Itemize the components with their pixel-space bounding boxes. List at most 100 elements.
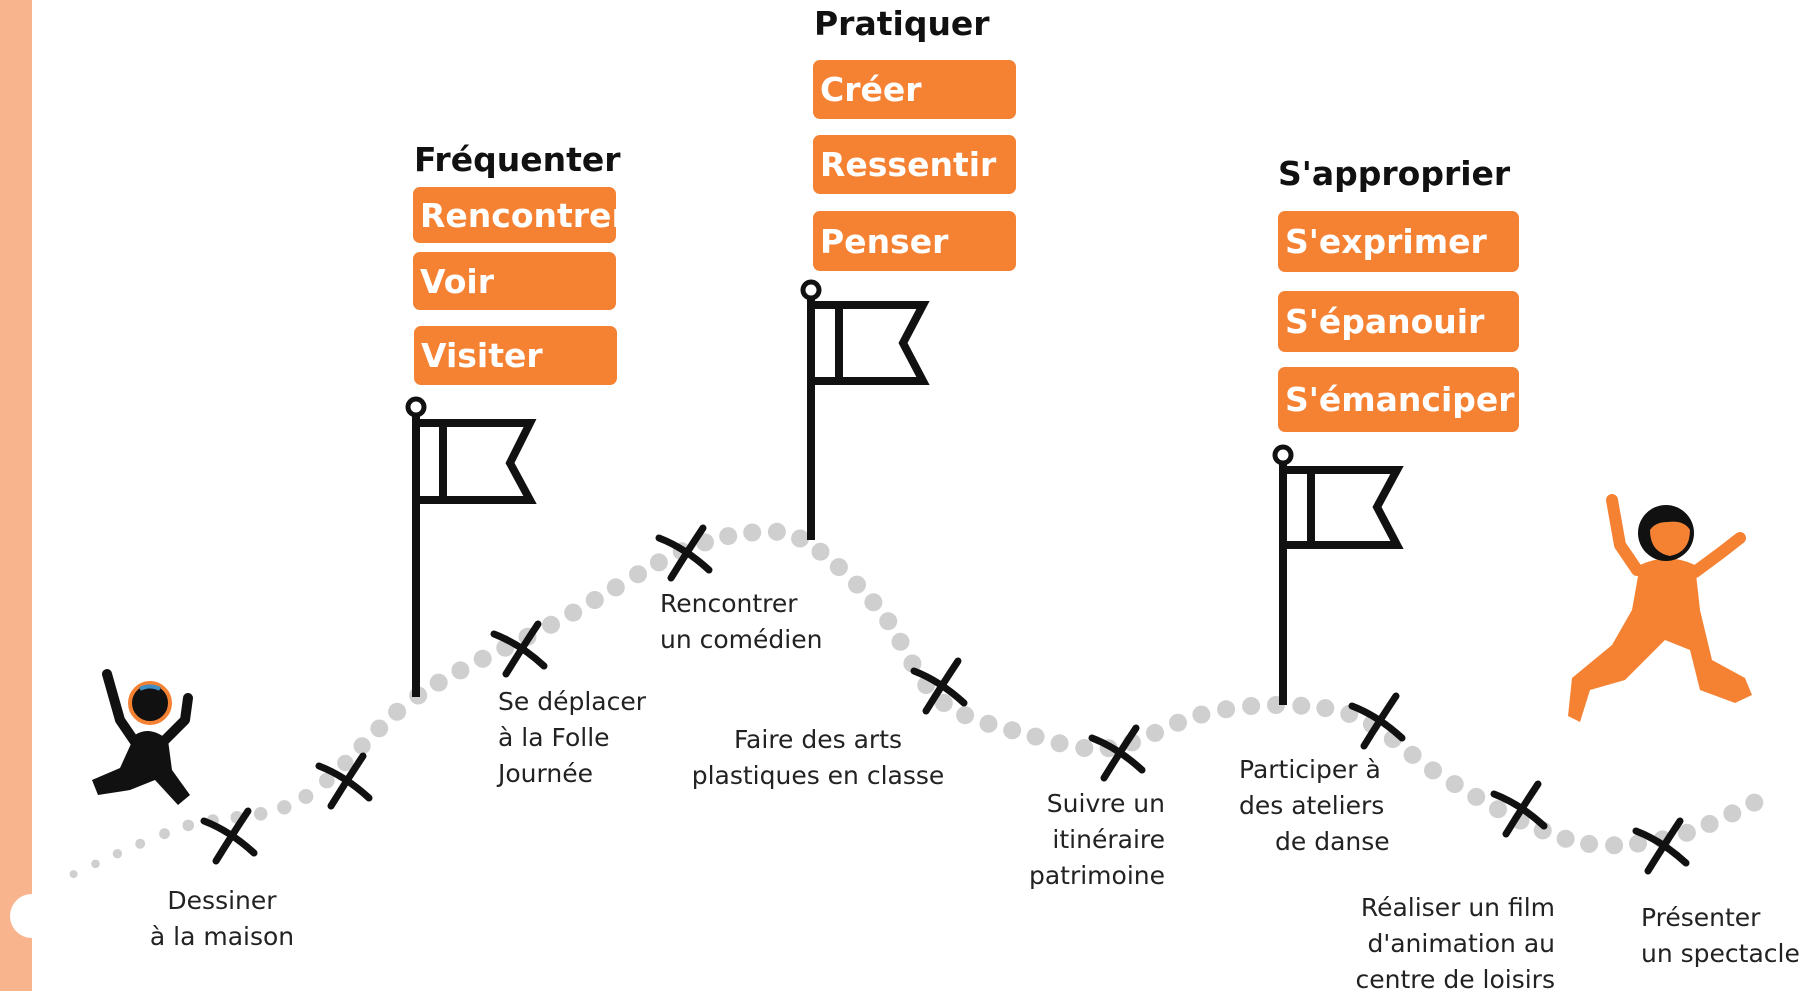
path-dot: [1723, 804, 1742, 823]
path-dot: [1217, 700, 1236, 719]
path-dot: [1605, 836, 1624, 855]
path-dot: [337, 754, 354, 772]
path-dot: [879, 612, 898, 631]
path-dot: [429, 673, 448, 692]
tag-creer: Créer: [813, 60, 1016, 119]
stripe-notch: [10, 894, 54, 938]
cross-marker-icon: [910, 657, 968, 715]
path-dot: [1242, 697, 1261, 715]
path-dot: [1580, 834, 1599, 853]
path-dot: [1003, 721, 1022, 740]
cross-marker-icon: [315, 752, 373, 810]
path-dot: [848, 575, 866, 594]
jumping-figure-icon: [1568, 494, 1752, 722]
tag-visiter: Visiter: [414, 326, 617, 385]
flag-icon: [405, 396, 537, 697]
path-dot: [1292, 696, 1311, 715]
tag-semanciper: S'émanciper: [1278, 367, 1519, 432]
path-dot: [767, 522, 786, 541]
cross-marker-icon: [1088, 724, 1146, 782]
path-dot: [606, 578, 625, 597]
cross-marker-icon: [1348, 692, 1406, 750]
stage-heading-pratiquer: Pratiquer: [814, 4, 990, 43]
tag-voir: Voir: [413, 252, 616, 310]
stage-heading-frequenter: Fréquenter: [414, 140, 621, 179]
path-dot: [1026, 727, 1045, 746]
path-dot: [1700, 814, 1719, 833]
tag-rencontrer: Rencontrer: [413, 187, 628, 243]
path-dot: [891, 632, 910, 651]
path-dot: [956, 706, 975, 725]
path-dot: [564, 603, 583, 622]
path-dot: [1050, 734, 1069, 753]
path-dot: [585, 591, 604, 609]
path-dot: [353, 737, 371, 755]
path-dot: [743, 523, 762, 542]
walking-figure-icon: [92, 669, 193, 805]
path-dot: [69, 870, 78, 879]
path-dot: [719, 527, 738, 546]
path-dot: [253, 807, 268, 821]
path-dot: [791, 529, 810, 548]
dotted-path: [69, 522, 1764, 879]
path-dot: [811, 542, 830, 561]
path-dot: [370, 719, 389, 738]
path-dot: [1403, 745, 1422, 764]
flag-icon: [800, 279, 930, 540]
tag-ressentir: Ressentir: [813, 135, 1016, 194]
path-dot: [1424, 761, 1442, 780]
path-dot: [1629, 834, 1647, 853]
path-dot: [1146, 723, 1164, 742]
cross-marker-icon: [655, 524, 713, 582]
path-dot: [979, 714, 998, 733]
path-dot: [135, 838, 146, 849]
path-dot: [1075, 739, 1094, 757]
left-accent-stripe: [0, 0, 32, 991]
path-dot: [1316, 699, 1335, 718]
flag-icon: [1272, 444, 1404, 705]
path-dot: [1489, 800, 1507, 819]
path-dot: [91, 859, 100, 869]
activity-label: Participer à des ateliers de danse: [1239, 755, 1390, 856]
path-dot: [473, 649, 492, 668]
path-dot: [112, 849, 123, 859]
path-dot: [277, 800, 292, 815]
path-dot: [629, 565, 647, 584]
path-dot: [649, 553, 668, 572]
path-dot: [1677, 823, 1696, 842]
path-dot: [1192, 705, 1211, 724]
cross-marker-icon: [490, 620, 548, 678]
path-dot: [451, 661, 470, 680]
path-dot: [903, 654, 922, 673]
path-dot: [388, 702, 407, 721]
path-dot: [1556, 829, 1575, 848]
path-dot: [1445, 775, 1464, 794]
path-dot: [934, 694, 953, 712]
cross-marker-icon: [1632, 817, 1690, 875]
tag-sepanouir: S'épanouir: [1278, 291, 1519, 352]
cross-marker-icon: [200, 807, 258, 865]
tag-sexprimer: S'exprimer: [1278, 211, 1519, 272]
path-dot: [182, 819, 195, 832]
cross-marker-icon: [1490, 780, 1548, 838]
path-dot: [319, 772, 335, 789]
path-dot: [542, 615, 560, 634]
path-dot: [864, 593, 883, 612]
stage-heading-sapproprier: S'approprier: [1278, 154, 1511, 193]
path-dot: [1467, 787, 1486, 806]
tag-penser: Penser: [813, 211, 1016, 271]
path-dot: [829, 558, 848, 577]
path-dot: [298, 789, 314, 804]
path-dot: [1169, 713, 1187, 732]
path-dot: [159, 828, 170, 840]
path-dot: [1745, 793, 1764, 812]
